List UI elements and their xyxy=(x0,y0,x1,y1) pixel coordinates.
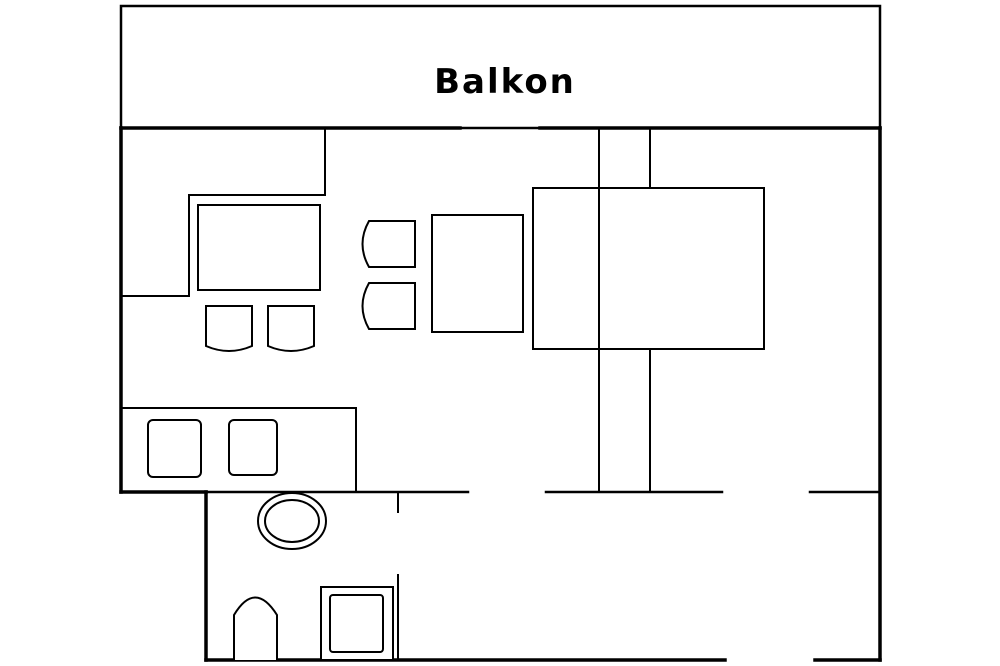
interior-walls xyxy=(204,490,882,661)
balcony-label: Balkon xyxy=(434,62,576,102)
dining-table xyxy=(197,204,321,291)
desk-chair-bottom xyxy=(361,282,416,330)
bathroom xyxy=(233,492,394,661)
balcony-outline xyxy=(119,4,882,130)
shower-tray xyxy=(329,594,384,653)
desk xyxy=(431,214,524,333)
partition-lines xyxy=(598,127,651,493)
dining-chair-right xyxy=(267,305,315,352)
exterior-walls xyxy=(119,126,882,662)
balcony: Balkon xyxy=(119,4,882,130)
bed xyxy=(532,187,765,350)
sink-inner xyxy=(264,499,320,543)
counter-outline xyxy=(120,407,357,493)
stove-burner-right xyxy=(228,419,278,476)
desk-set xyxy=(361,214,524,333)
stove-burner-left xyxy=(147,419,202,478)
toilet xyxy=(233,596,278,660)
desk-chair-top xyxy=(361,220,416,268)
kitchen-cabinet-outline xyxy=(120,127,326,297)
dining-set xyxy=(197,204,321,352)
kitchen-counter xyxy=(120,407,357,493)
dining-chair-left xyxy=(205,305,253,352)
